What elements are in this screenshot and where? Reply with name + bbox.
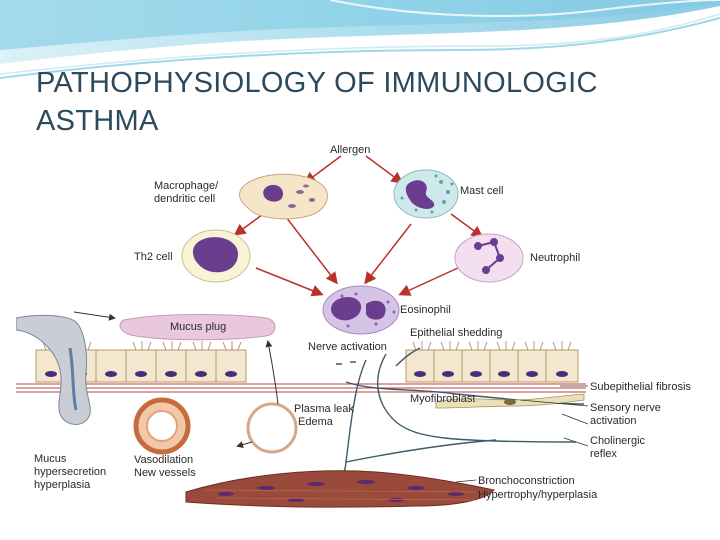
label-epithelial-shedding: Epithelial shedding bbox=[410, 327, 502, 339]
label-hypertrophy: Hypertrophy/hyperplasia bbox=[478, 489, 598, 501]
label-vasodilation: Vasodilation bbox=[134, 454, 193, 466]
eosinophil-cell bbox=[322, 285, 400, 335]
label-mucus-line3: hyperplasia bbox=[34, 479, 91, 491]
label-mucus-plug: Mucus plug bbox=[170, 321, 226, 333]
header-swoosh-decoration bbox=[0, 0, 720, 79]
label-bronchoconstriction: Bronchoconstriction bbox=[478, 475, 575, 487]
label-allergen: Allergen bbox=[330, 144, 370, 156]
label-eosinophil: Eosinophil bbox=[400, 304, 451, 316]
label-edema: Edema bbox=[298, 416, 334, 428]
blood-vessel bbox=[133, 397, 191, 455]
label-sensory-nerve-line2: activation bbox=[590, 415, 636, 427]
label-cholinergic-line1: Cholinergic bbox=[590, 435, 646, 447]
th2-cell bbox=[181, 229, 251, 283]
neutrophil-cell bbox=[454, 233, 524, 283]
label-cholinergic-line2: reflex bbox=[590, 448, 617, 460]
label-mucus-line1: Mucus bbox=[34, 453, 67, 465]
smooth-muscle bbox=[185, 470, 495, 508]
label-pointers bbox=[455, 385, 589, 483]
label-myofibroblast: Myofibroblast bbox=[410, 393, 475, 405]
basement-membrane bbox=[16, 383, 586, 393]
label-neutrophil: Neutrophil bbox=[530, 252, 580, 264]
plasma-leak-vessel bbox=[236, 340, 298, 454]
mast-cell bbox=[393, 169, 459, 219]
label-macrophage-line1: Macrophage/ bbox=[154, 180, 219, 192]
myofibroblast bbox=[435, 393, 585, 409]
asthma-pathophysiology-diagram: Allergen Macrophage/ dendritic cell Mast… bbox=[16, 142, 708, 512]
label-sensory-nerve-line1: Sensory nerve bbox=[590, 402, 661, 414]
label-plasma-leak: Plasma leak bbox=[294, 403, 354, 415]
label-new-vessels: New vessels bbox=[134, 467, 196, 479]
label-mast-cell: Mast cell bbox=[460, 185, 503, 197]
label-mucus-line2: hypersecretion bbox=[34, 466, 106, 478]
label-th2-cell: Th2 cell bbox=[134, 251, 173, 263]
label-subepithelial-fibrosis: Subepithelial fibrosis bbox=[590, 381, 691, 393]
slide-title: PATHOPHYSIOLOGY OF IMMUNOLOGIC ASTHMA bbox=[36, 67, 598, 137]
label-nerve-activation: Nerve activation bbox=[308, 341, 387, 353]
macrophage-cell bbox=[239, 173, 328, 220]
mucus-gland bbox=[16, 311, 116, 425]
label-macrophage-line2: dendritic cell bbox=[154, 193, 215, 205]
mucus-plug bbox=[119, 314, 276, 341]
epithelial-layer-right bbox=[405, 341, 579, 383]
